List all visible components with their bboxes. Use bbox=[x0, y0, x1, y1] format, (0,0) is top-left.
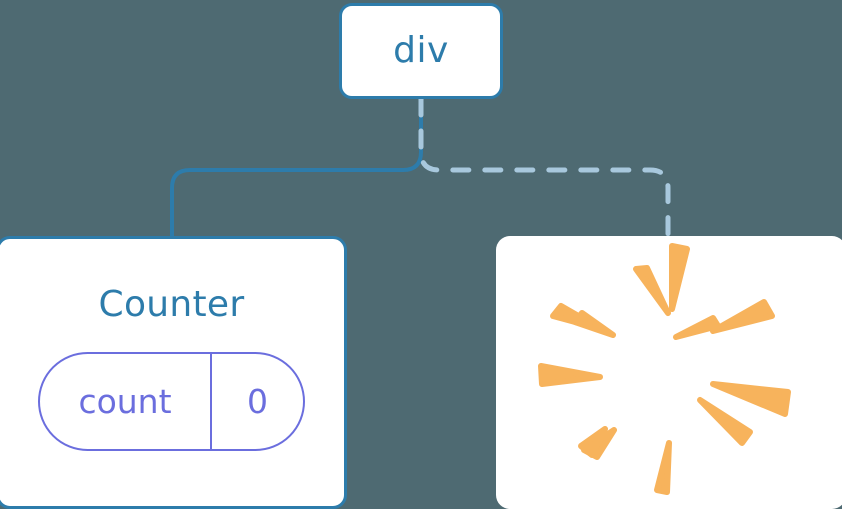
ray-ese bbox=[697, 397, 753, 446]
ray-nw bbox=[572, 310, 616, 338]
node-div[interactable]: div bbox=[339, 3, 503, 99]
ray-nne bbox=[633, 265, 671, 316]
ray-ne bbox=[710, 299, 775, 334]
ray-ene bbox=[673, 315, 721, 340]
node-burst[interactable] bbox=[496, 236, 842, 509]
ray-e bbox=[710, 381, 791, 417]
node-counter-label: Counter bbox=[98, 284, 245, 325]
edge-root-to-burst bbox=[418, 96, 671, 241]
state-pill-count[interactable]: count 0 bbox=[38, 352, 305, 451]
edge-root-to-counter bbox=[170, 97, 423, 240]
burst-icon bbox=[538, 243, 791, 495]
ray-s bbox=[654, 440, 672, 495]
state-pill-key: count bbox=[40, 354, 212, 449]
state-pill-value: 0 bbox=[247, 382, 268, 421]
ray-w bbox=[538, 363, 603, 387]
ray-n bbox=[669, 243, 690, 312]
node-counter[interactable]: Counter count 0 bbox=[0, 236, 347, 509]
ray-sw bbox=[578, 426, 608, 458]
node-div-label: div bbox=[393, 30, 449, 71]
